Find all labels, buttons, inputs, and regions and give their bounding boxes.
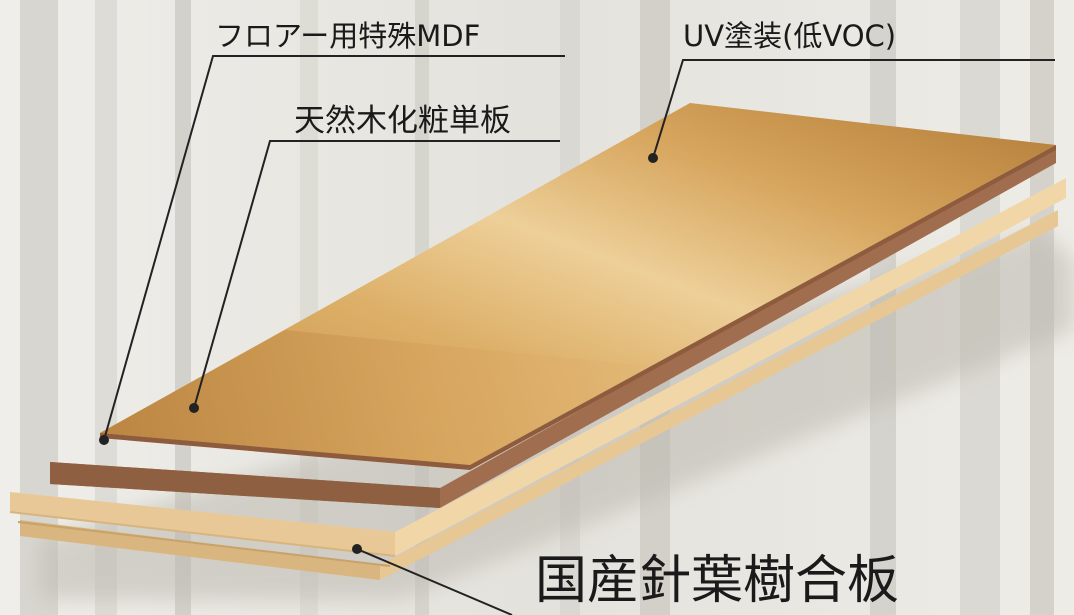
dot-plywood bbox=[352, 544, 362, 554]
leader-plywood bbox=[356, 548, 513, 615]
dot-mdf bbox=[99, 435, 109, 445]
leader-mdf bbox=[103, 55, 565, 441]
label-plywood: 国産針葉樹合板 bbox=[535, 551, 899, 611]
label-uv: UV塗装(低VOC) bbox=[683, 19, 896, 53]
plywood-layer bbox=[9, 178, 1066, 580]
leader-lines bbox=[103, 55, 1055, 615]
leader-uv bbox=[652, 59, 1055, 159]
label-veneer: 天然木化粧単板 bbox=[294, 103, 511, 139]
dot-veneer bbox=[189, 403, 199, 413]
dot-uv bbox=[648, 153, 658, 163]
veneer-top-surface bbox=[100, 103, 1056, 470]
leader-veneer bbox=[193, 140, 560, 409]
label-mdf: フロアー用特殊MDF bbox=[215, 19, 480, 53]
mdf-layer bbox=[50, 145, 1056, 508]
leader-dots bbox=[99, 153, 658, 554]
